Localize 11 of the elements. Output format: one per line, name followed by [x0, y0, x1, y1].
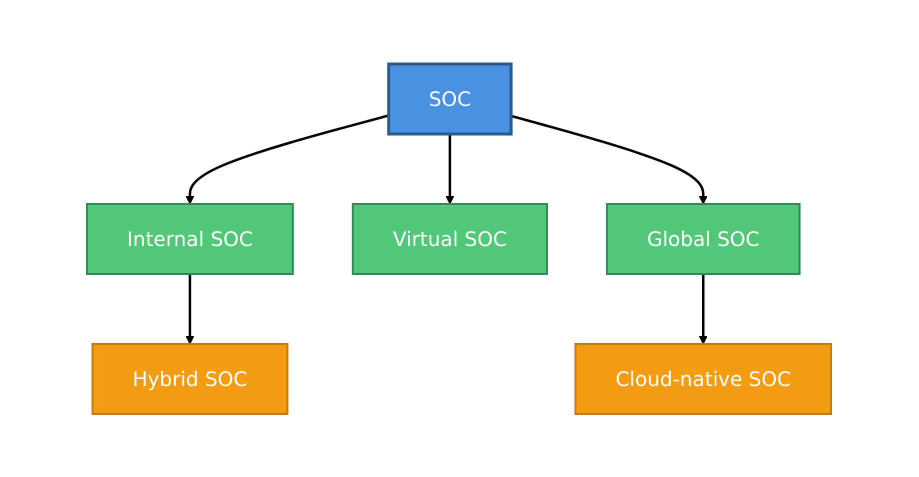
arrow: [446, 134, 455, 204]
arrow: [186, 114, 390, 204]
node-box: Virtual SOC: [352, 202, 548, 274]
arrow: [186, 274, 195, 344]
node-box: Internal SOC: [86, 202, 294, 274]
node-box: Global SOC: [606, 202, 801, 274]
node-box: Cloud-native SOC: [574, 342, 832, 414]
node-box: Hybrid SOC: [92, 342, 289, 414]
node-box: SOC: [388, 62, 514, 135]
arrow: [511, 114, 708, 204]
arrow: [699, 274, 708, 344]
